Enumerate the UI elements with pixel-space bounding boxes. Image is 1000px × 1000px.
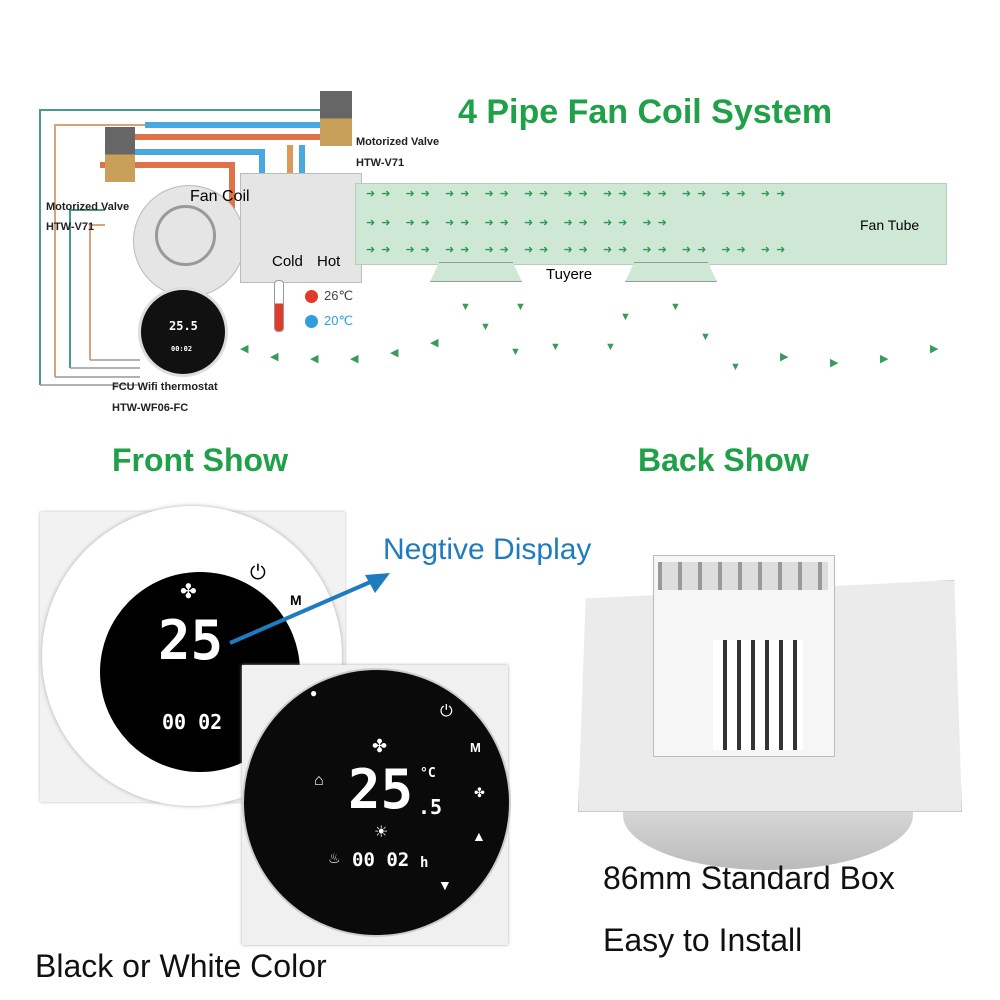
thermometer-icon (274, 280, 284, 332)
fan-tube-label: Fan Tube (860, 217, 920, 233)
cold-dot (305, 315, 318, 328)
svg-text:▶: ▶ (930, 343, 939, 355)
svg-text:▼: ▼ (620, 311, 631, 323)
valve-left-name: Motorized Valve (46, 201, 130, 213)
power-button[interactable]: ⏻ (440, 703, 453, 720)
airflow-arrows: ◀ ◀ ◀ ◀ ◀ ◀ ▼ ▼ ▼ ▼ ▼ ▼ ▼ ▼ ▼ ▼ ▶ ▶ ▶ ▶ (240, 301, 939, 373)
temp-hot: 26℃ (324, 288, 354, 303)
svg-text:◀: ◀ (240, 343, 249, 355)
fan-tube: ➜➜ ➜➜ ➜➜ ➜➜ ➜➜ ➜➜ ➜➜ ➜➜ ➜➜ ➜➜ ➜➜ ➜➜ ➜➜ ➜… (355, 183, 947, 265)
fan-icon (155, 205, 216, 266)
cold-label: Cold (272, 253, 303, 270)
down-button[interactable]: ▼ (438, 877, 452, 893)
fan-icon: ✤ (180, 581, 197, 603)
sun-icon: ☀ (374, 824, 389, 841)
mode-button[interactable]: M (290, 592, 302, 608)
heat-icon: ♨ (328, 850, 341, 866)
svg-text:▼: ▼ (730, 361, 741, 373)
black-time: 00 02 (352, 849, 410, 871)
valve-right-icon (320, 91, 352, 146)
negative-display-label: Negtive Display (383, 533, 592, 566)
box-size-text: 86mm Standard Box (603, 860, 895, 896)
black-unit: °C (420, 766, 436, 781)
mini-temp: 25.5 (169, 319, 198, 333)
svg-text:▼: ▼ (605, 341, 616, 353)
mini-time: 00:02 (171, 345, 193, 353)
svg-text:◀: ◀ (310, 353, 319, 365)
svg-text:▼: ▼ (700, 331, 711, 343)
svg-text:▼: ▼ (515, 301, 526, 313)
thermostat-model: HTW-WF06-FC (112, 402, 189, 414)
valve-right-name: Motorized Valve (356, 136, 440, 148)
install-text: Easy to Install (603, 922, 803, 958)
svg-text:▼: ▼ (550, 341, 561, 353)
back-view (578, 555, 962, 870)
hot-dot (305, 290, 318, 303)
tuyere-right (625, 262, 717, 282)
svg-text:▶: ▶ (880, 353, 889, 365)
mode-button[interactable]: M (470, 740, 481, 755)
info-icon: ● (310, 686, 318, 700)
white-time: 00 02 (162, 710, 223, 734)
up-button[interactable]: ▲ (472, 828, 486, 844)
hot-label: Hot (317, 253, 341, 270)
diagram-title: 4 Pipe Fan Coil System (458, 93, 833, 131)
color-text: Black or White Color (35, 948, 327, 984)
svg-text:◀: ◀ (350, 353, 359, 365)
fan-icon: ✤ (372, 736, 388, 756)
black-thermostat: ● ✤ ⌂ 25 °C .5 ☀ ♨ 00 02 h ⏻ M ✤ ▲ ▼ (242, 665, 511, 945)
tuyere-label: Tuyere (546, 266, 593, 283)
back-show-heading: Back Show (638, 442, 809, 478)
power-button[interactable]: ⏻ (250, 562, 266, 584)
svg-text:▼: ▼ (670, 301, 681, 313)
svg-text:◀: ◀ (270, 351, 279, 363)
airflow-arrows-middle: ➜➜ ➜➜ ➜➜ ➜➜ ➜➜ ➜➜ ➜➜ ➜➜ (366, 217, 673, 229)
svg-text:◀: ◀ (430, 337, 439, 349)
black-decimal: .5 (418, 795, 443, 819)
fan-speed-button[interactable]: ✤ (474, 785, 485, 800)
white-temp: 25 (158, 609, 224, 672)
valve-left-icon (105, 127, 135, 182)
svg-text:▶: ▶ (830, 357, 839, 369)
mini-thermostat: 25.5 00:02 (138, 287, 228, 377)
tuyere-left (430, 262, 522, 282)
home-icon: ⌂ (314, 772, 324, 789)
valve-left-model: HTW-V71 (46, 221, 95, 233)
black-temp: 25 (348, 758, 414, 821)
thermostat-name: FCU Wifi thermostat (112, 381, 218, 393)
black-time-unit: h (420, 855, 429, 871)
pointer-arrow (229, 573, 390, 645)
svg-text:▶: ▶ (780, 351, 789, 363)
fan-coil-box (240, 173, 362, 283)
svg-text:▼: ▼ (460, 301, 471, 313)
airflow-arrows-top: ➜➜ ➜➜ ➜➜ ➜➜ ➜➜ ➜➜ ➜➜ ➜➜ ➜➜ ➜➜ ➜➜ (366, 188, 792, 200)
valve-right-model: HTW-V71 (356, 157, 405, 169)
airflow-arrows-bottom: ➜➜ ➜➜ ➜➜ ➜➜ ➜➜ ➜➜ ➜➜ ➜➜ ➜➜ ➜➜ ➜➜ (366, 244, 792, 256)
svg-text:◀: ◀ (390, 347, 399, 359)
temp-cold: 20℃ (324, 313, 354, 328)
svg-text:▼: ▼ (480, 321, 491, 333)
front-show-heading: Front Show (112, 442, 288, 478)
svg-text:▼: ▼ (510, 346, 521, 358)
fan-coil-label: Fan Coil (190, 188, 250, 205)
